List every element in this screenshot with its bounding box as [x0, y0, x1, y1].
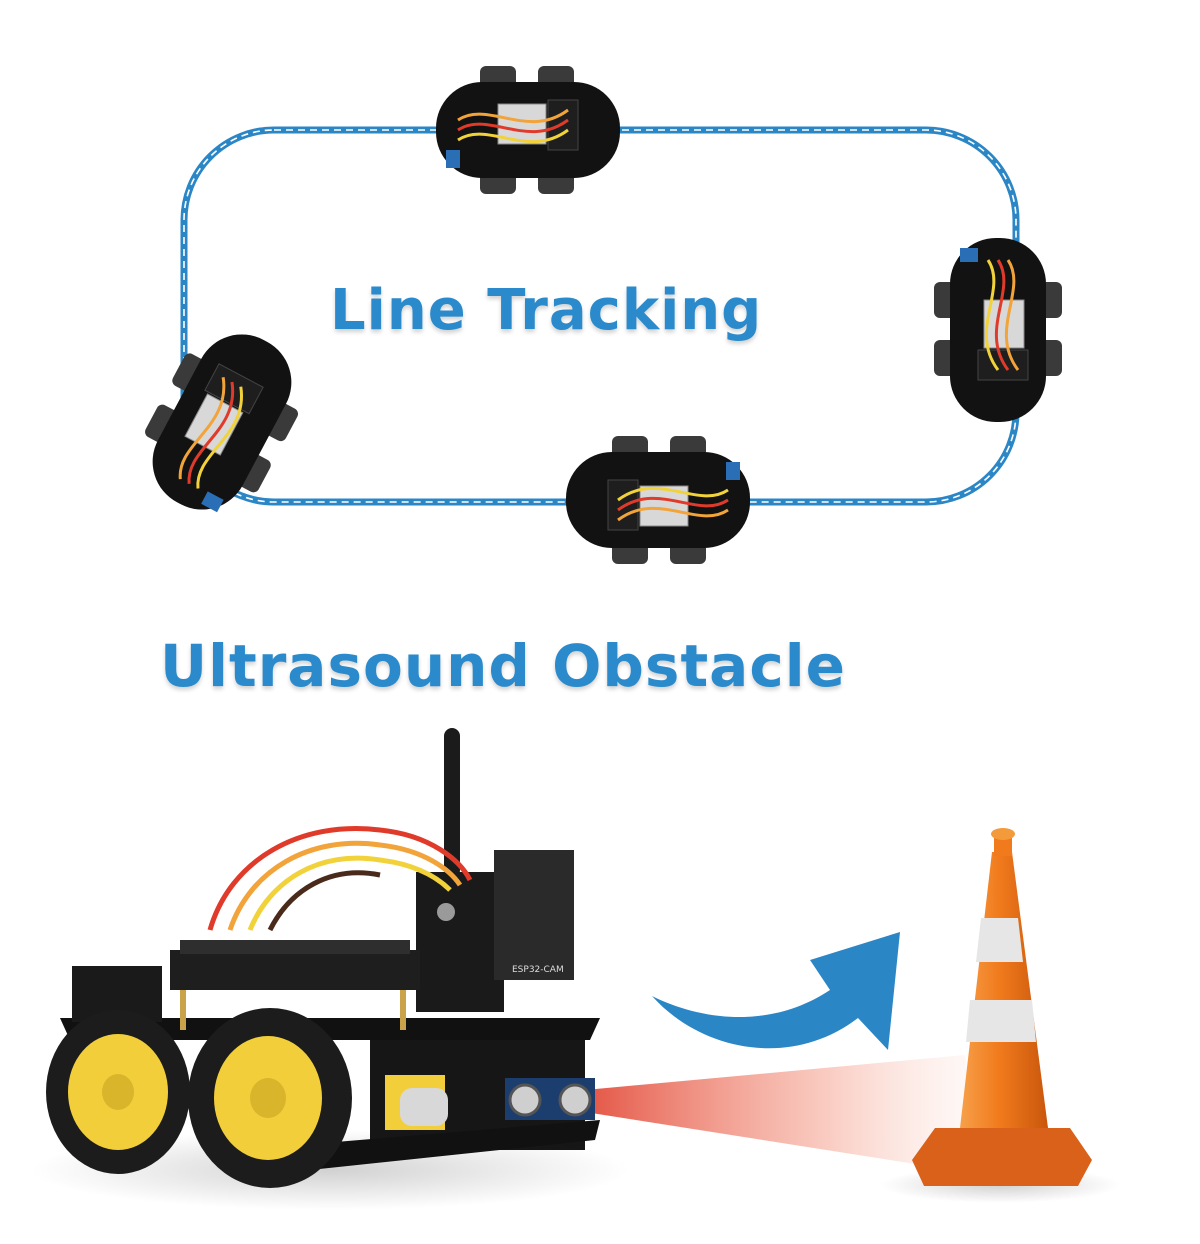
- robot-car-right-icon: [932, 236, 1064, 424]
- turn-arrow-icon: [652, 932, 900, 1050]
- robot-car-top-icon: [434, 64, 622, 196]
- ultrasonic-beam-icon: [585, 1055, 985, 1175]
- traffic-cone-icon: [912, 828, 1092, 1186]
- camera-module-label: ESP32-CAM: [512, 965, 564, 975]
- ultrasound-obstacle-title: Ultrasound Obstacle: [160, 632, 846, 700]
- robot-car-bottom-icon: [564, 434, 752, 566]
- line-tracking-title: Line Tracking: [330, 278, 763, 343]
- robot-car-icon: ESP32-CAM: [46, 728, 600, 1188]
